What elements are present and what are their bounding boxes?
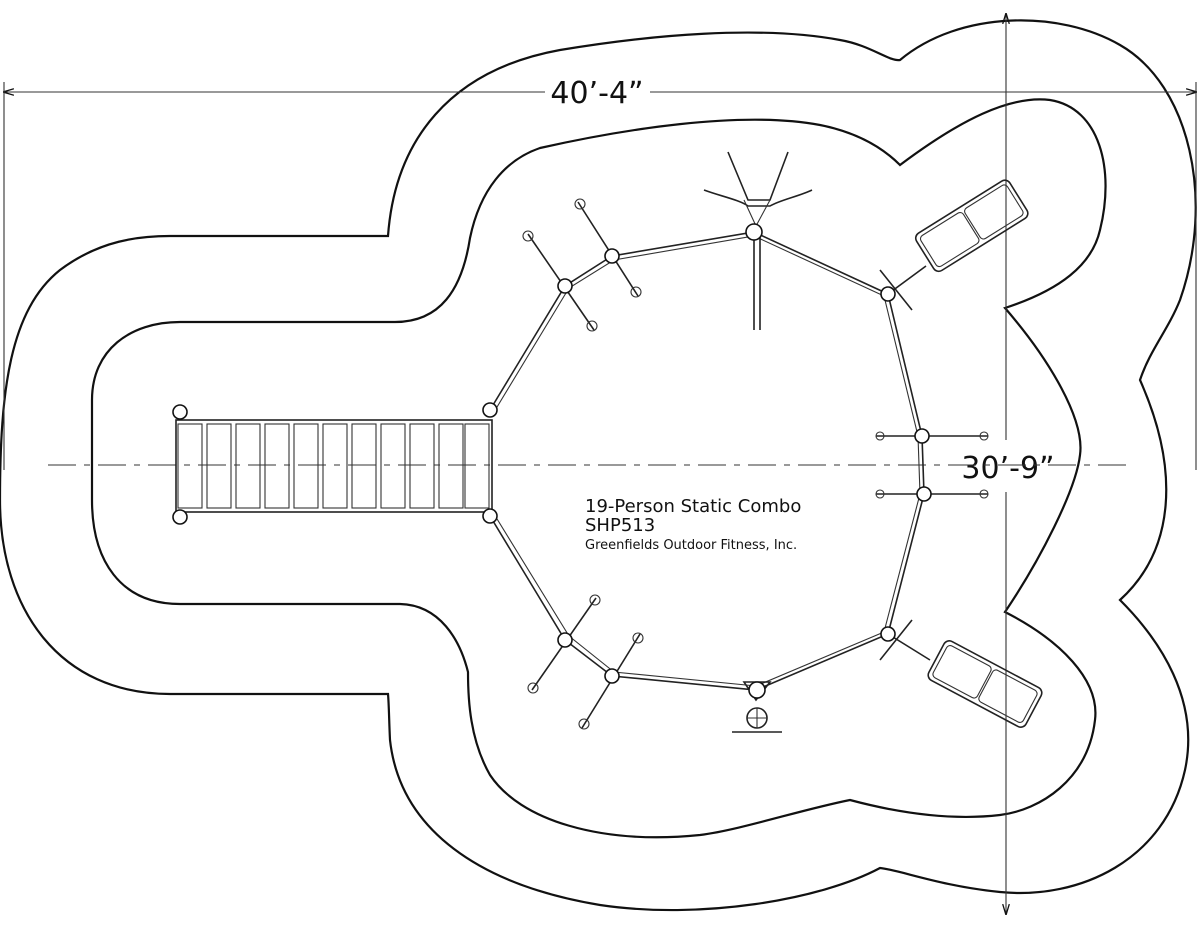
outer-boundary: [0, 19, 1197, 912]
product-name: 19-Person Static Combo: [585, 496, 801, 517]
safety-surfacing-zone: [0, 19, 1197, 912]
inner-boundary: [90, 98, 1107, 839]
equipment-frame: [489, 231, 925, 691]
title-block: 19-Person Static Combo SHP513 Greenfield…: [585, 496, 801, 553]
lower-right-bench: [879, 619, 1043, 728]
horizontal-ladder: [172, 402, 498, 525]
width-dimension-label: 40’-4”: [550, 76, 643, 111]
lower-left-stations: [527, 594, 644, 730]
company-name: Greenfields Outdoor Fitness, Inc.: [585, 538, 797, 553]
upper-left-stations: [522, 198, 642, 332]
depth-dimension-label: 30’-9”: [961, 451, 1054, 486]
width-dimension: 40’-4”: [4, 76, 1196, 470]
upper-right-bench: [879, 179, 1029, 311]
bottom-station: [732, 681, 782, 733]
product-code: SHP513: [585, 515, 655, 536]
top-station: [703, 151, 813, 330]
right-stations: [875, 428, 989, 502]
depth-dimension: 30’-9”: [961, 14, 1055, 914]
